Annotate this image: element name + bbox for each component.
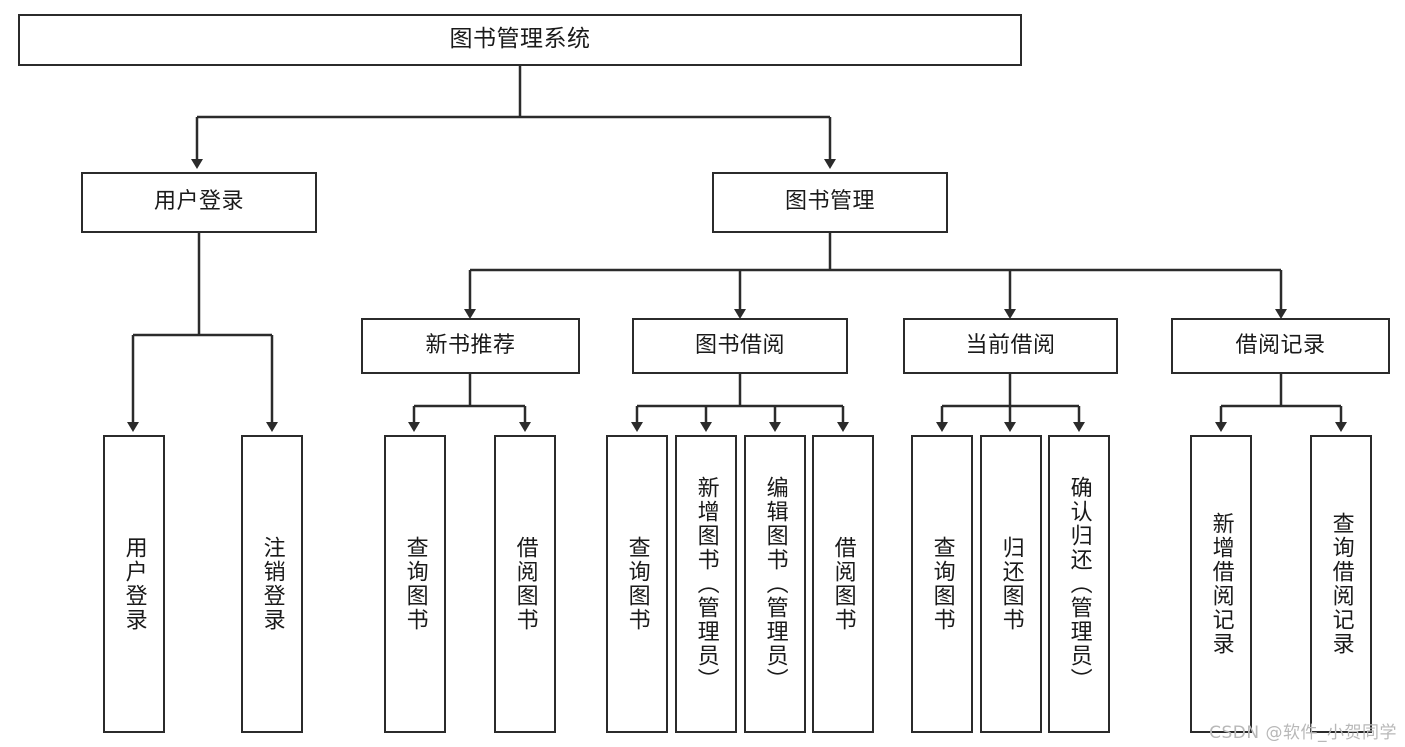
node-root-system[interactable]: 图书管理系统 <box>18 14 1022 66</box>
leaf-borrow-edit-book-admin[interactable]: 编辑图书（管理员） <box>744 435 806 733</box>
node-label: 查询图书 <box>929 536 955 632</box>
node-label: 新增借阅记录 <box>1208 512 1234 656</box>
node-label: 新增图书（管理员） <box>693 476 719 692</box>
node-label: 借阅图书 <box>830 536 856 632</box>
node-label: 借阅图书 <box>512 536 538 632</box>
node-label: 新书推荐 <box>425 332 516 358</box>
node-new-book-recommend[interactable]: 新书推荐 <box>361 318 580 374</box>
node-label: 图书管理 <box>784 189 875 215</box>
node-label: 借阅记录 <box>1235 332 1326 358</box>
node-label: 用户登录 <box>153 189 244 215</box>
leaf-record-query-record[interactable]: 查询借阅记录 <box>1310 435 1372 733</box>
node-book-management[interactable]: 图书管理 <box>712 172 948 233</box>
leaf-current-return-book[interactable]: 归还图书 <box>980 435 1042 733</box>
leaf-current-query-book[interactable]: 查询图书 <box>911 435 973 733</box>
leaf-recommend-query-book[interactable]: 查询图书 <box>384 435 446 733</box>
leaf-record-add-record[interactable]: 新增借阅记录 <box>1190 435 1252 733</box>
node-current-borrow[interactable]: 当前借阅 <box>903 318 1118 374</box>
node-label: 图书借阅 <box>694 332 785 358</box>
leaf-user-login-login[interactable]: 用户登录 <box>103 435 165 733</box>
leaf-recommend-borrow-book[interactable]: 借阅图书 <box>494 435 556 733</box>
node-label: 编辑图书（管理员） <box>762 476 788 692</box>
node-label: 图书管理系统 <box>449 26 591 53</box>
node-label: 查询借阅记录 <box>1328 512 1354 656</box>
node-label: 查询图书 <box>624 536 650 632</box>
node-book-borrow[interactable]: 图书借阅 <box>632 318 848 374</box>
node-label: 确认归还（管理员） <box>1066 476 1092 692</box>
node-label: 归还图书 <box>998 536 1024 632</box>
leaf-borrow-add-book-admin[interactable]: 新增图书（管理员） <box>675 435 737 733</box>
csdn-watermark: CSDN @软件_小贺同学 <box>1209 723 1397 743</box>
leaf-borrow-query-book[interactable]: 查询图书 <box>606 435 668 733</box>
leaf-borrow-borrow-book[interactable]: 借阅图书 <box>812 435 874 733</box>
node-label: 注销登录 <box>259 536 285 632</box>
node-label: 用户登录 <box>121 536 147 632</box>
node-borrow-record[interactable]: 借阅记录 <box>1171 318 1390 374</box>
node-label: 查询图书 <box>402 536 428 632</box>
node-label: 当前借阅 <box>965 332 1056 358</box>
leaf-user-login-logout[interactable]: 注销登录 <box>241 435 303 733</box>
node-user-login[interactable]: 用户登录 <box>81 172 317 233</box>
leaf-current-confirm-return-admin[interactable]: 确认归还（管理员） <box>1048 435 1110 733</box>
